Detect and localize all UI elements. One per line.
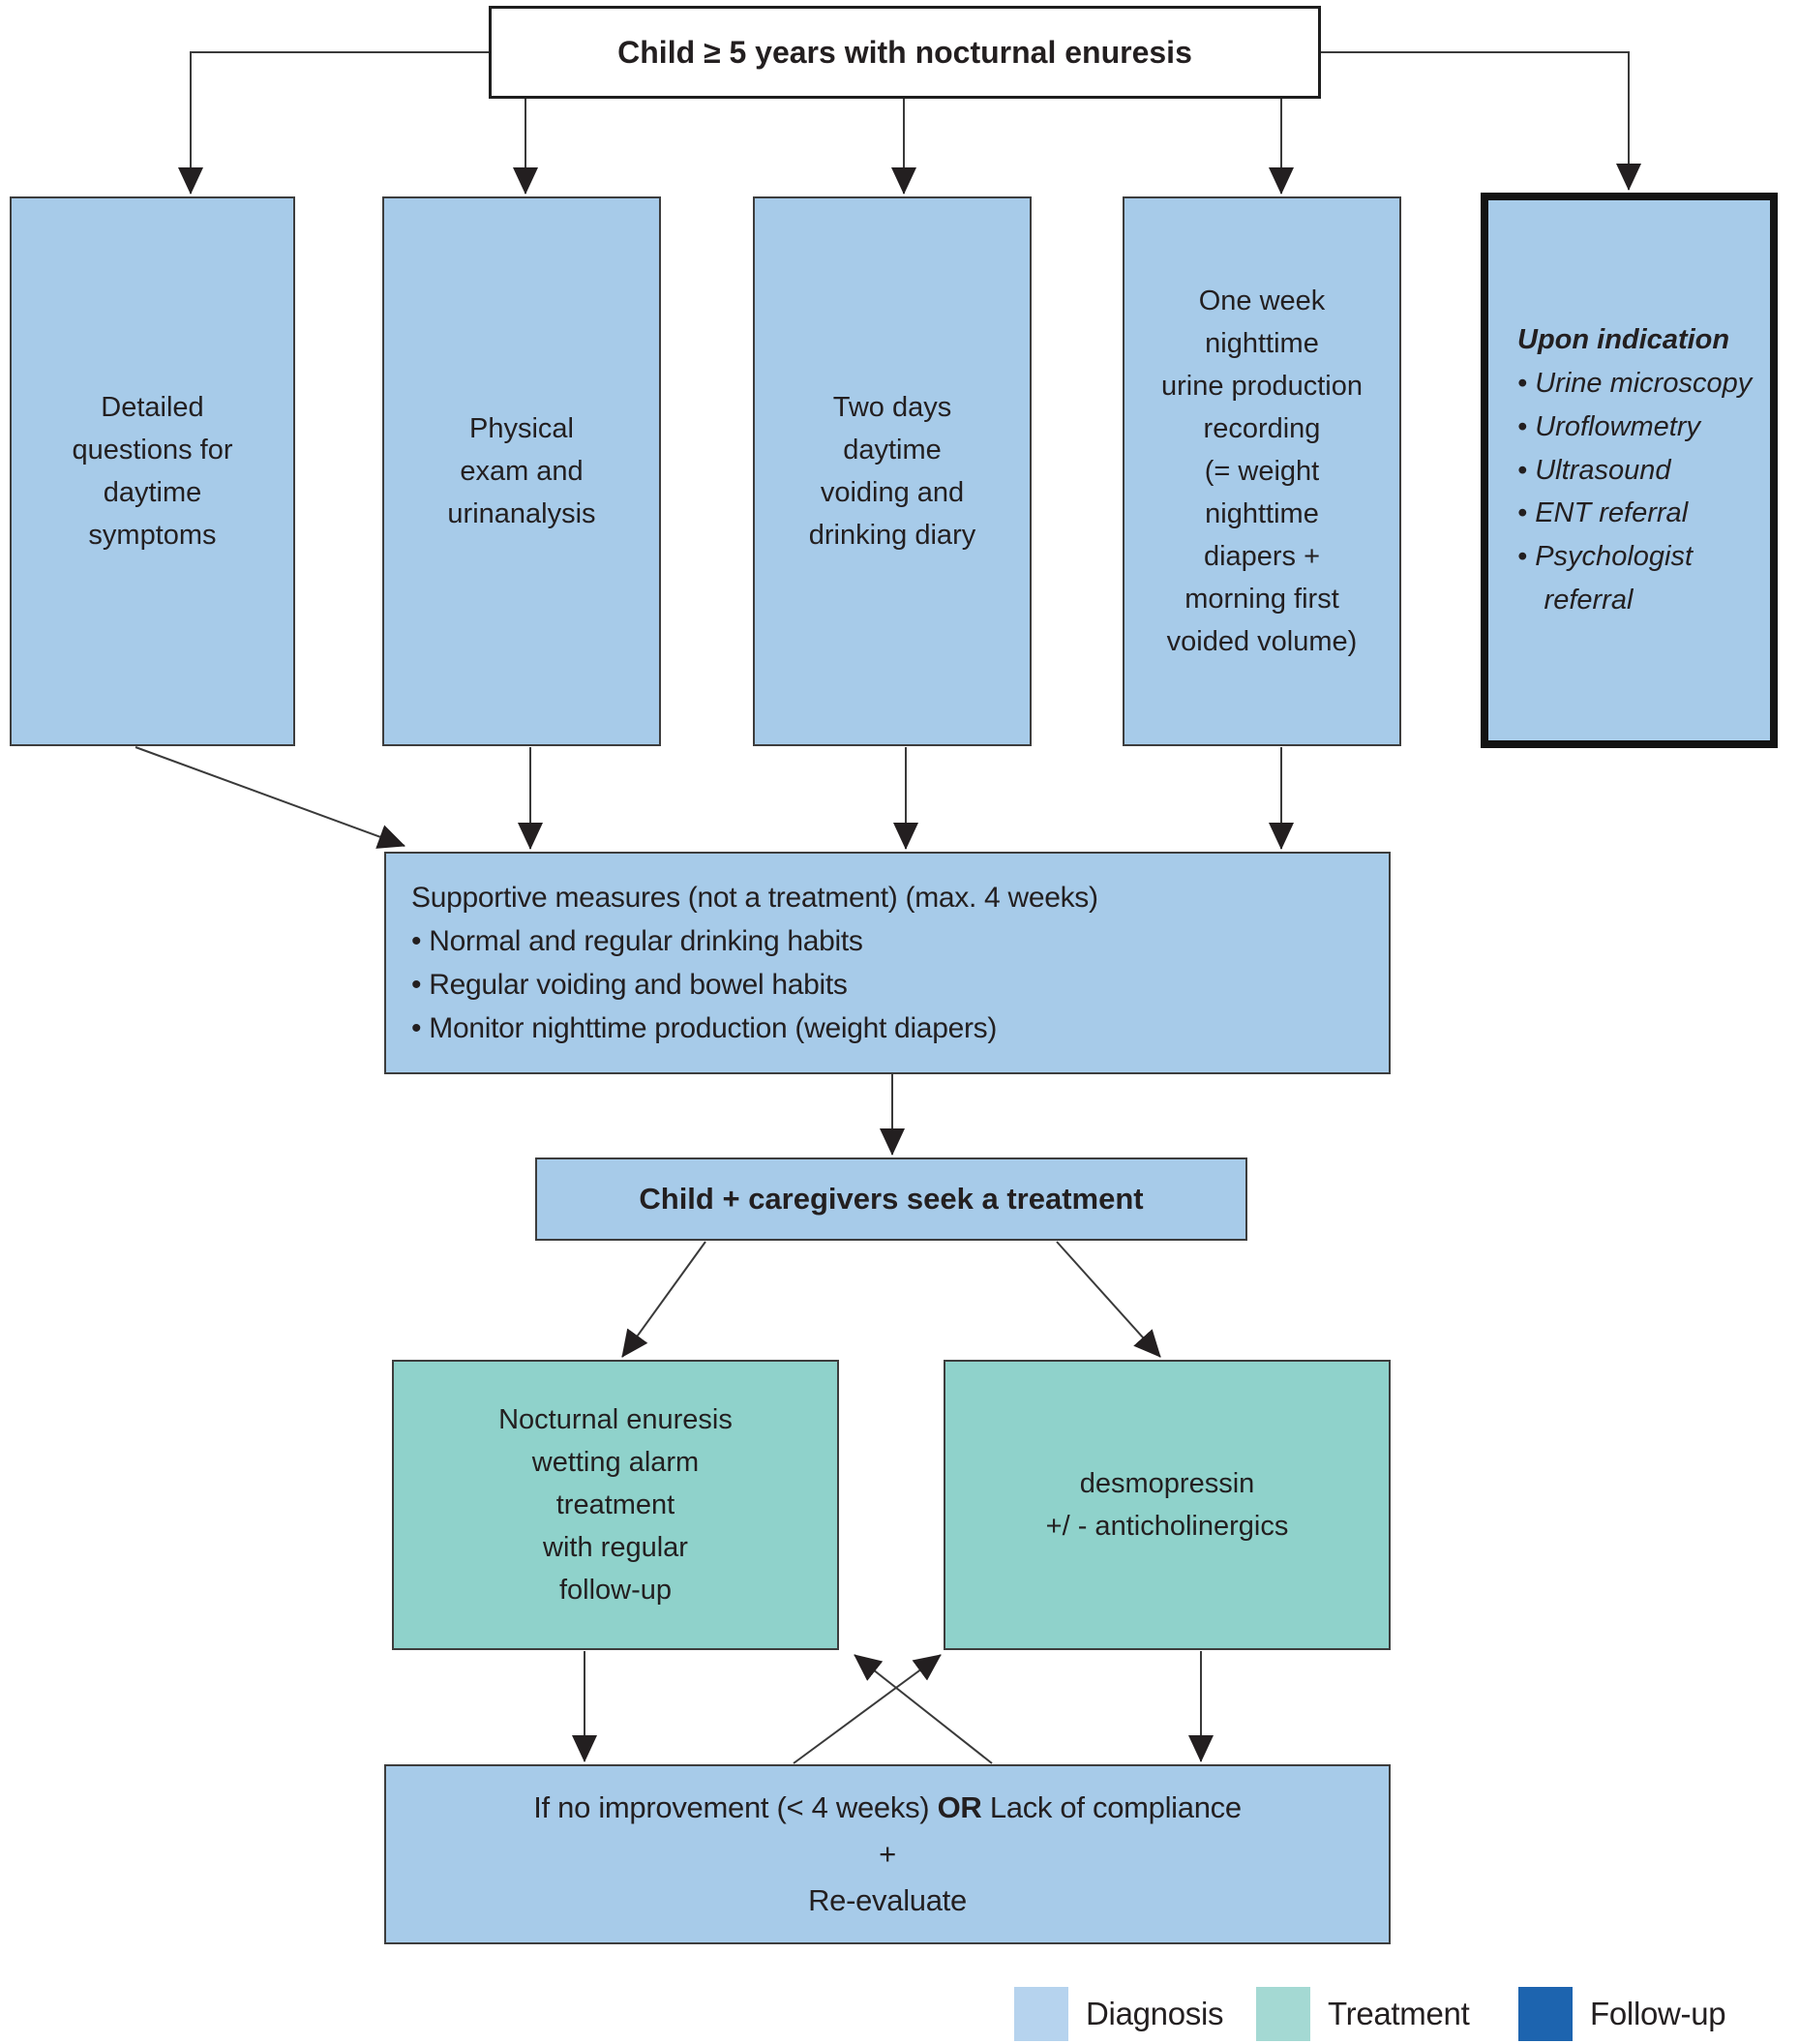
node-voiding-diary: Two days daytime voiding and drinking di… — [753, 196, 1032, 746]
bullet-item: Ultrasound — [1517, 449, 1753, 493]
node-re-evaluate: If no improvement (< 4 weeks) OR Lack of… — [384, 1764, 1391, 1944]
supportive-measures-title: Supportive measures (not a treatment) (m… — [411, 882, 1098, 914]
node-nighttime-recording-label: One week nighttime urine production reco… — [1161, 285, 1363, 658]
node-alarm-treatment-label: Nocturnal enuresis wetting alarm treatme… — [498, 1403, 733, 1607]
legend-item-diagnosis: Diagnosis — [1014, 1987, 1224, 2041]
bullet-item: Psychologist referral — [1517, 535, 1753, 622]
re-evaluate-line3: Re-evaluate — [808, 1883, 967, 1918]
legend-label-followup: Follow-up — [1590, 1996, 1726, 2031]
node-physical-exam: Physical exam and urinanalysis — [382, 196, 661, 746]
node-start-label: Child ≥ 5 years with nocturnal enuresis — [617, 34, 1192, 70]
re-evaluate-line1-prefix: If no improvement (< 4 weeks) — [533, 1789, 938, 1824]
node-seek-treatment-label: Child + caregivers seek a treatment — [639, 1182, 1144, 1217]
re-evaluate-line1: If no improvement (< 4 weeks) OR Lack of… — [533, 1785, 1242, 1831]
node-supportive-measures: Supportive measures (not a treatment) (m… — [384, 852, 1391, 1074]
node-detailed-questions: Detailed questions for daytime symptoms — [10, 196, 295, 746]
node-start: Child ≥ 5 years with nocturnal enuresis — [489, 6, 1321, 99]
bullet-item: Normal and regular drinking habits — [411, 919, 997, 963]
legend-item-treatment: Treatment — [1256, 1987, 1470, 2041]
node-detailed-questions-label: Detailed questions for daytime symptoms — [72, 391, 233, 552]
legend: Diagnosis Treatment Follow-up — [0, 1981, 1799, 2041]
bullet-item: Uroflowmetry — [1517, 406, 1753, 449]
diagnosis-swatch — [1014, 1987, 1068, 2041]
supportive-measures-list: Normal and regular drinking habitsRegula… — [411, 919, 997, 1050]
legend-item-followup: Follow-up — [1518, 1987, 1726, 2041]
upon-indication-list: Urine microscopyUroflowmetryUltrasoundEN… — [1517, 362, 1753, 623]
upon-indication-title: Upon indication — [1517, 323, 1730, 355]
followup-swatch — [1518, 1987, 1573, 2041]
bullet-item: Urine microscopy — [1517, 362, 1753, 406]
node-seek-treatment: Child + caregivers seek a treatment — [535, 1157, 1247, 1241]
bullet-item: Monitor nighttime production (weight dia… — [411, 1007, 997, 1050]
re-evaluate-plus: + — [879, 1836, 896, 1871]
re-evaluate-line1-suffix: Lack of compliance — [981, 1789, 1242, 1824]
node-alarm-treatment: Nocturnal enuresis wetting alarm treatme… — [392, 1360, 839, 1650]
legend-label-diagnosis: Diagnosis — [1086, 1996, 1224, 2031]
node-nighttime-recording: One week nighttime urine production reco… — [1123, 196, 1401, 746]
bullet-item: Regular voiding and bowel habits — [411, 963, 997, 1007]
bullet-item: ENT referral — [1517, 492, 1753, 535]
node-desmopressin: desmopressin +/ - anticholinergics — [944, 1360, 1391, 1650]
treatment-swatch — [1256, 1987, 1310, 2041]
node-voiding-diary-label: Two days daytime voiding and drinking di… — [808, 391, 976, 552]
legend-label-treatment: Treatment — [1328, 1996, 1470, 2031]
node-upon-indication: Upon indication Urine microscopyUroflowm… — [1481, 193, 1778, 748]
node-desmopressin-label: desmopressin +/ - anticholinergics — [1045, 1467, 1289, 1542]
node-physical-exam-label: Physical exam and urinanalysis — [447, 412, 596, 530]
re-evaluate-or: OR — [937, 1789, 982, 1824]
